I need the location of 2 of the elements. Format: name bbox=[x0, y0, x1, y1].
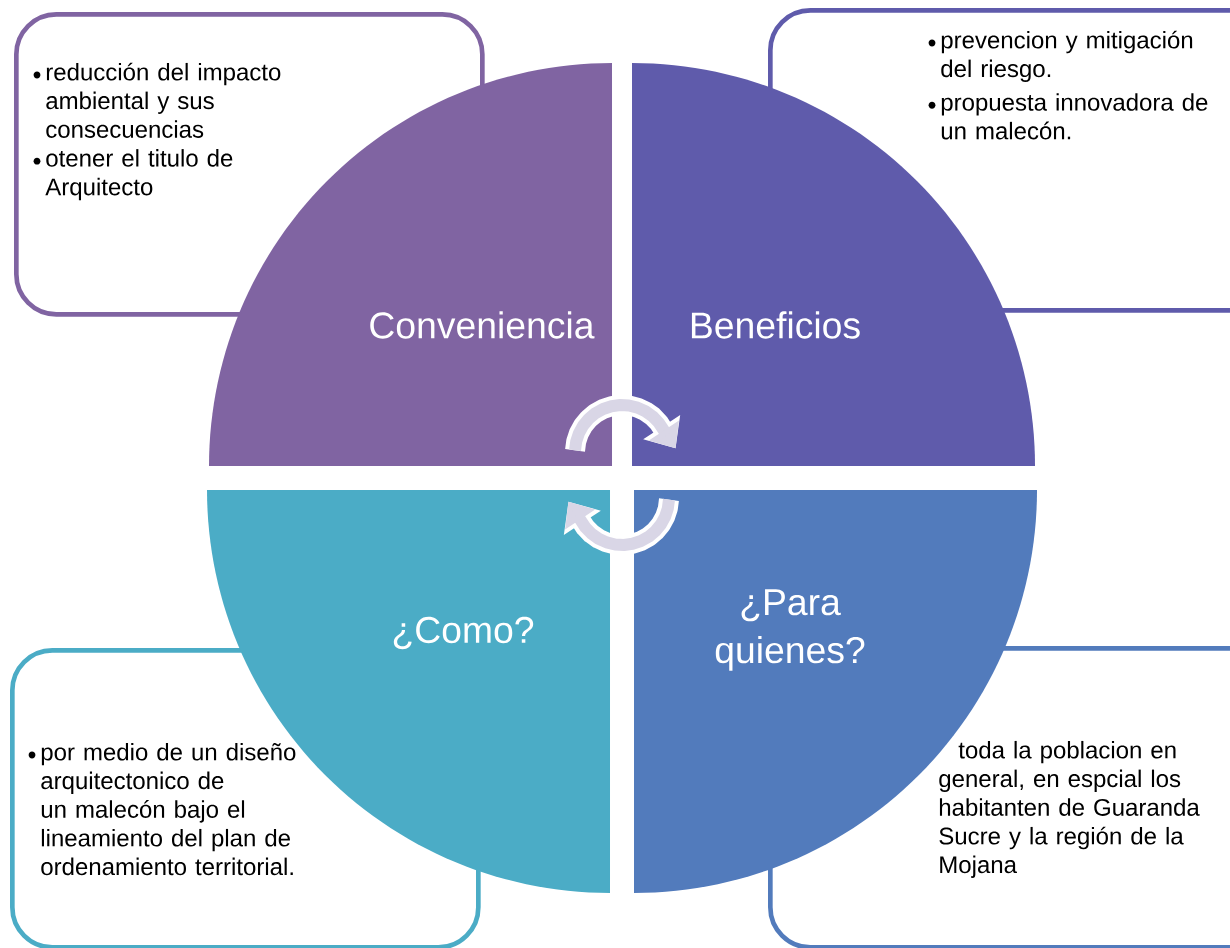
cycle-arrow bbox=[565, 395, 681, 452]
cycle-arrow bbox=[563, 498, 679, 555]
